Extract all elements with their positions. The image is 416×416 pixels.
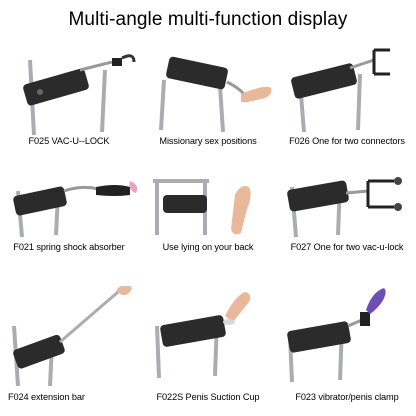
product-tile-f027: F027 One for two vac-u-lock <box>278 165 416 295</box>
product-tile-f021: F021 spring shock absorber <box>0 165 138 295</box>
product-tile-f022s: F022S Penis Suction Cup <box>139 286 277 416</box>
product-caption: F026 One for two connectors <box>289 136 405 146</box>
product-tile-f024: F024 extension bar <box>0 286 138 416</box>
product-caption: Use lying on your back <box>162 242 254 252</box>
product-caption: F021 spring shock absorber <box>13 242 125 252</box>
machine-illustration <box>287 288 386 383</box>
machine-illustration <box>13 181 138 238</box>
machine-illustration <box>287 177 402 238</box>
product-tile-missionary: Missionary sex positions <box>139 40 277 170</box>
product-tile-f023: F023 vibrator/penis clamp <box>278 286 416 416</box>
machine-illustration <box>12 286 132 386</box>
machine-illustration <box>153 179 251 235</box>
product-tile-f025: F025 VAC-U--LOCK <box>0 40 138 170</box>
page-title: Multi-angle multi-function display <box>68 9 348 30</box>
machine-illustration <box>159 56 272 133</box>
product-caption: F024 extension bar <box>8 392 85 402</box>
product-caption: F027 One for two vac-u-lock <box>290 242 404 252</box>
product-caption: F025 VAC-U--LOCK <box>28 136 110 146</box>
machine-illustration <box>291 48 390 133</box>
machine-illustration <box>23 54 136 136</box>
product-caption: Missionary sex positions <box>159 136 257 146</box>
product-tile-lying-back: Use lying on your back <box>139 165 277 295</box>
product-caption: F023 vibrator/penis clamp <box>295 392 399 402</box>
product-caption: F022S Penis Suction Cup <box>156 392 260 402</box>
product-tile-f026: F026 One for two connectors <box>278 40 416 170</box>
machine-illustration <box>155 292 251 379</box>
